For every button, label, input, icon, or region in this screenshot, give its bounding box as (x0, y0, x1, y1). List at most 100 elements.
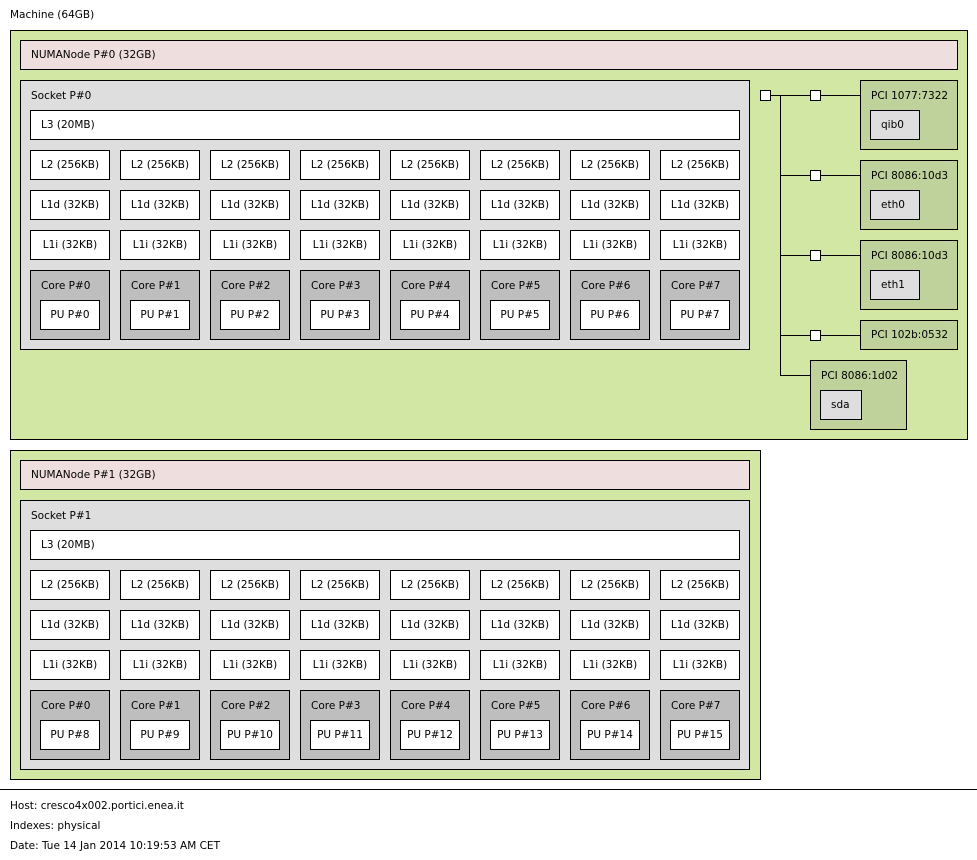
l2-cache: L2 (256KB) (480, 150, 560, 180)
l2-cache: L2 (256KB) (210, 570, 290, 600)
l2-cache: L2 (256KB) (120, 150, 200, 180)
l1i-cache: L1i (32KB) (30, 230, 110, 260)
core-label: Core P#0 (41, 700, 91, 712)
pu-label: PU P#8 (50, 729, 90, 741)
os-device-qib0: qib0 (870, 110, 920, 140)
pu: PU P#13 (490, 720, 550, 750)
l1d-cache: L1d (32KB) (120, 610, 200, 640)
l1d-cache: L1d (32KB) (300, 610, 380, 640)
pu-label: PU P#15 (677, 729, 723, 741)
pu-label: PU P#0 (50, 309, 90, 321)
pu: PU P#15 (670, 720, 730, 750)
socket-0-l3: L3 (20MB) (30, 110, 740, 140)
l1d-cache: L1d (32KB) (210, 610, 290, 640)
numanode-1-label: NUMANode P#1 (32GB) (31, 469, 156, 481)
bridge-square (810, 170, 821, 181)
pu: PU P#1 (130, 300, 190, 330)
pu: PU P#3 (310, 300, 370, 330)
footer-host: Host: cresco4x002.portici.enea.it (10, 800, 184, 812)
l3-label: L3 (20MB) (41, 539, 95, 551)
l1i-cache-label: L1i (32KB) (492, 659, 548, 671)
footer-divider (0, 789, 977, 790)
l1d-cache: L1d (32KB) (300, 190, 380, 220)
l1i-cache-label: L1i (32KB) (312, 239, 368, 251)
l1d-cache-label: L1d (32KB) (130, 619, 190, 631)
core-label: Core P#2 (221, 700, 271, 712)
pci-label: PCI 1077:7322 (871, 90, 949, 102)
l2-cache-label: L2 (256KB) (670, 579, 730, 591)
pu-label: PU P#4 (410, 309, 450, 321)
l2-cache: L2 (256KB) (390, 150, 470, 180)
l1i-cache-label: L1i (32KB) (222, 659, 278, 671)
l2-cache-label: L2 (256KB) (580, 159, 640, 171)
l1i-cache: L1i (32KB) (300, 230, 380, 260)
numanode-1-bar: NUMANode P#1 (32GB) (20, 460, 750, 490)
core-label: Core P#2 (221, 280, 271, 292)
l1d-cache: L1d (32KB) (480, 610, 560, 640)
l1d-cache: L1d (32KB) (210, 190, 290, 220)
core-label: Core P#1 (131, 280, 181, 292)
pu: PU P#14 (580, 720, 640, 750)
pci-label: PCI 102b:0532 (871, 329, 949, 341)
l1i-cache: L1i (32KB) (480, 650, 560, 680)
l2-cache: L2 (256KB) (390, 570, 470, 600)
pci-label: PCI 8086:1d02 (821, 370, 899, 382)
footer-indexes: Indexes: physical (10, 820, 101, 832)
l1i-cache-label: L1i (32KB) (582, 239, 638, 251)
pu-label: PU P#7 (680, 309, 720, 321)
pu: PU P#12 (400, 720, 460, 750)
l2-cache-label: L2 (256KB) (490, 159, 550, 171)
pci-bus-line (780, 95, 781, 375)
numanode-0-label: NUMANode P#0 (32GB) (31, 49, 156, 61)
pu-label: PU P#5 (500, 309, 540, 321)
l2-cache: L2 (256KB) (300, 570, 380, 600)
l1i-cache-label: L1i (32KB) (42, 659, 98, 671)
pu: PU P#4 (400, 300, 460, 330)
pu-label: PU P#9 (140, 729, 180, 741)
pu: PU P#8 (40, 720, 100, 750)
l2-cache-label: L2 (256KB) (580, 579, 640, 591)
l1d-cache: L1d (32KB) (120, 190, 200, 220)
l2-cache-label: L2 (256KB) (220, 159, 280, 171)
l2-cache-label: L2 (256KB) (220, 579, 280, 591)
l2-cache-label: L2 (256KB) (670, 159, 730, 171)
l1i-cache-label: L1i (32KB) (132, 239, 188, 251)
os-device-eth1: eth1 (870, 270, 920, 300)
l1i-cache: L1i (32KB) (210, 230, 290, 260)
bridge-square (810, 250, 821, 261)
core-label: Core P#4 (401, 700, 451, 712)
l1d-cache-label: L1d (32KB) (310, 199, 370, 211)
l2-cache-label: L2 (256KB) (130, 579, 190, 591)
l1i-cache-label: L1i (32KB) (582, 659, 638, 671)
l2-cache-label: L2 (256KB) (400, 579, 460, 591)
l2-cache-label: L2 (256KB) (40, 579, 100, 591)
l1d-cache-label: L1d (32KB) (580, 619, 640, 631)
pu: PU P#6 (580, 300, 640, 330)
l1d-cache-label: L1d (32KB) (670, 619, 730, 631)
l1d-cache: L1d (32KB) (660, 610, 740, 640)
socket-1-l3: L3 (20MB) (30, 530, 740, 560)
l1i-cache-label: L1i (32KB) (492, 239, 548, 251)
l1d-cache: L1d (32KB) (390, 190, 470, 220)
bridge-square (810, 330, 821, 341)
pu: PU P#2 (220, 300, 280, 330)
machine-label: Machine (64GB) (10, 9, 95, 21)
numanode-0-bar: NUMANode P#0 (32GB) (20, 40, 958, 70)
l1i-cache: L1i (32KB) (30, 650, 110, 680)
l1d-cache-label: L1d (32KB) (400, 619, 460, 631)
l1d-cache-label: L1d (32KB) (310, 619, 370, 631)
l2-cache: L2 (256KB) (30, 150, 110, 180)
pu-label: PU P#14 (587, 729, 633, 741)
l1d-cache: L1d (32KB) (390, 610, 470, 640)
pu-label: PU P#3 (320, 309, 360, 321)
l1d-cache-label: L1d (32KB) (400, 199, 460, 211)
pu-label: PU P#12 (407, 729, 453, 741)
l2-cache: L2 (256KB) (300, 150, 380, 180)
os-device-sda: sda (820, 390, 862, 420)
l1i-cache: L1i (32KB) (390, 650, 470, 680)
l1i-cache-label: L1i (32KB) (672, 239, 728, 251)
core-label: Core P#5 (491, 700, 541, 712)
pu: PU P#9 (130, 720, 190, 750)
l1i-cache-label: L1i (32KB) (402, 659, 458, 671)
l2-cache-label: L2 (256KB) (400, 159, 460, 171)
